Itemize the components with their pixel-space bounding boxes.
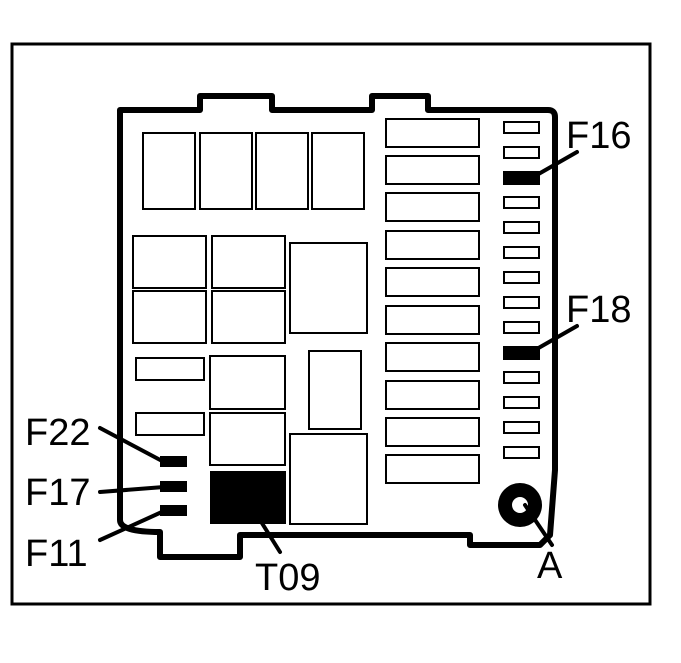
label-f18: F18: [566, 289, 631, 331]
mini-fuse: [503, 221, 540, 234]
leader-f16: [526, 150, 579, 182]
label-t09: T09: [255, 557, 320, 599]
maxi-fuse: [385, 454, 480, 484]
maxi-fuse: [385, 267, 480, 297]
mini-fuse: [503, 146, 540, 159]
mini-fuse: [503, 196, 540, 209]
fuse-f22: [160, 456, 187, 467]
relay-large: [289, 433, 368, 525]
relay-large: [289, 242, 368, 334]
mini-fuse: [503, 446, 540, 459]
maxi-fuse: [385, 305, 480, 335]
mini-fuse: [503, 121, 540, 134]
mini-fuse: [503, 246, 540, 259]
mini-fuse-column: [503, 121, 540, 459]
relay: [199, 132, 253, 210]
relay-tall: [308, 350, 362, 430]
relay: [211, 235, 286, 289]
maxi-fuse: [385, 118, 480, 148]
maxi-fuse-column: [385, 118, 480, 484]
maxi-fuse: [385, 380, 480, 410]
outer-frame: [10, 42, 652, 606]
label-a: A: [537, 545, 563, 587]
mini-fuse: [503, 396, 540, 409]
relay: [255, 132, 309, 210]
relay-group-top: [142, 132, 365, 210]
slot: [135, 357, 205, 381]
maxi-fuse: [385, 192, 480, 222]
relay: [209, 412, 286, 466]
maxi-fuse: [385, 155, 480, 185]
relay: [132, 290, 207, 344]
relay-group-middle: [132, 235, 368, 525]
leader-t09: [238, 486, 282, 554]
maxi-fuse: [385, 230, 480, 260]
leader-lines: [98, 150, 579, 554]
maxi-fuse: [385, 417, 480, 447]
relay: [209, 355, 286, 410]
leader-f11: [98, 509, 166, 542]
leader-f17: [98, 485, 166, 494]
leader-f18: [526, 324, 579, 356]
mini-fuse: [503, 296, 540, 309]
leader-a: [523, 503, 554, 547]
leader-f22: [98, 426, 166, 464]
label-f16: F16: [566, 115, 631, 157]
mini-fuse: [503, 321, 540, 334]
mini-fuse: [503, 371, 540, 384]
relay: [142, 132, 196, 210]
slot: [135, 412, 205, 436]
maxi-fuse: [385, 342, 480, 372]
mini-fuse: [503, 271, 540, 284]
mini-fuse: [503, 421, 540, 434]
label-f11: F11: [25, 533, 88, 575]
label-f17: F17: [25, 472, 90, 514]
fuse-f17: [160, 481, 187, 492]
fuse-f11: [160, 505, 187, 516]
relay: [132, 235, 207, 289]
relay: [311, 132, 365, 210]
label-f22: F22: [25, 412, 90, 454]
fuse-f18: [503, 346, 540, 360]
relay: [211, 290, 286, 344]
